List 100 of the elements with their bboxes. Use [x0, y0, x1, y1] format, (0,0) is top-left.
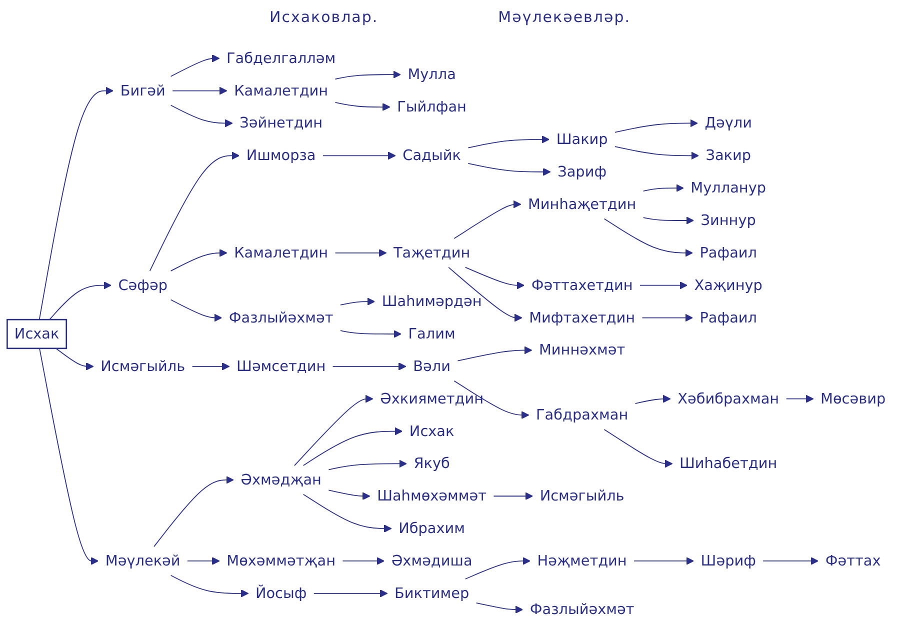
arrow — [642, 216, 694, 224]
node-text: Садыйк — [402, 146, 461, 164]
arrow — [334, 102, 390, 111]
arrow — [154, 476, 234, 548]
arrow — [170, 54, 220, 77]
arrow — [302, 427, 403, 466]
node-text: Габделгалләм — [226, 49, 336, 66]
arrow — [340, 298, 376, 306]
arrow — [39, 348, 99, 565]
node-text: Исмәгыйль — [100, 357, 186, 375]
arrow — [313, 589, 388, 598]
arrow — [49, 281, 112, 320]
node-text: Шәриф — [700, 552, 756, 570]
arrow — [604, 429, 673, 468]
arrow — [192, 362, 230, 370]
node-text: Якуб — [414, 454, 450, 472]
arrow — [634, 394, 671, 404]
arrow — [334, 248, 387, 257]
node-text: Зариф — [558, 162, 607, 180]
arrow — [187, 557, 220, 565]
arrow — [464, 557, 530, 580]
node-text: Әхмәдҗан — [240, 470, 322, 488]
arrow — [38, 86, 114, 320]
node-text: Габдрахман — [536, 406, 628, 424]
node-text: Фәттах — [825, 552, 881, 570]
arrow — [149, 152, 240, 272]
arrow — [332, 362, 406, 370]
node-text: Биктимер — [394, 584, 470, 602]
node-text: Мөхәммәтҗан — [226, 552, 336, 570]
arrow — [328, 490, 370, 500]
arrow — [170, 104, 233, 128]
arrow — [170, 299, 222, 322]
node-text: Йосыф — [255, 584, 307, 602]
arrow — [340, 330, 402, 338]
arrow — [170, 574, 249, 598]
node-text: Шаһмөхәммәт — [377, 487, 487, 504]
node-text: Сәфәр — [118, 276, 168, 294]
arrow — [342, 557, 384, 565]
node-text: Шакир — [556, 130, 608, 148]
arrow — [640, 281, 688, 290]
node-text: Исхак — [409, 422, 454, 440]
arrow — [334, 70, 401, 80]
node-text: Ибрахим — [398, 520, 466, 537]
arrow — [634, 557, 694, 565]
arrow — [493, 492, 533, 500]
arrow — [454, 200, 522, 239]
arrow — [454, 380, 530, 420]
node-text: Камалетдин — [234, 244, 328, 262]
arrow — [172, 86, 228, 95]
node-text: Рафаил — [700, 308, 757, 326]
node-text: Әхкияметдин — [380, 390, 484, 407]
node-text: Бигәй — [120, 82, 166, 99]
node-text: Ишморза — [246, 146, 316, 164]
node-text: Хаҗинур — [694, 276, 762, 294]
node-box: Исхак — [6, 318, 68, 350]
node-text: Галим — [408, 324, 456, 342]
node-text: Фәттахетдин — [531, 276, 633, 294]
arrow — [614, 119, 698, 133]
title: Исхаковлар. — [269, 8, 378, 26]
node-text: Гыйлфан — [397, 98, 466, 116]
node-text: Мулланур — [690, 179, 766, 196]
node-text: Рафаил — [700, 244, 757, 262]
arrow — [302, 494, 392, 533]
arrow — [294, 394, 374, 466]
node-text: Фазлыйәхмәт — [228, 308, 334, 326]
arrow — [642, 184, 684, 192]
node-text: Закир — [706, 146, 751, 164]
node-text: Шиһабетдин — [680, 454, 778, 472]
node-text: Вәли — [413, 357, 450, 375]
arrow — [786, 394, 814, 403]
node-text: Миннәхмәт — [538, 341, 626, 358]
arrow — [476, 602, 524, 614]
node-text: Зиннур — [700, 212, 756, 229]
node-text: Исмәгыйль — [540, 487, 624, 504]
node-text: Мифтахетдин — [529, 308, 636, 326]
node-text: Шәмсетдин — [236, 357, 326, 375]
heading-label: Мәүлекәевләр. — [498, 8, 630, 26]
arrow — [322, 152, 396, 160]
node-text: Мәүлекәй — [105, 552, 180, 570]
arrow — [614, 146, 699, 160]
node-text: Таҗетдин — [393, 244, 470, 262]
arrow — [642, 314, 693, 322]
node-text: Шаһимәрдән — [382, 292, 482, 310]
arrow — [762, 557, 818, 565]
arrow — [468, 163, 551, 176]
arrow — [170, 248, 228, 272]
node-text: Хәбибрахман — [678, 390, 780, 407]
node-text: Фазлыйәхмәт — [530, 600, 634, 618]
node-text: Зәйнетдин — [240, 114, 323, 132]
arrow — [604, 218, 693, 257]
node-text: Камалетдин — [234, 82, 328, 99]
node-text: Мөсәвир — [820, 390, 886, 407]
node-text: Дәүли — [704, 114, 752, 132]
node-text: Нәҗметдин — [537, 552, 627, 570]
node-text: Әхмәдиша — [391, 552, 472, 570]
arrow — [464, 266, 524, 290]
node-text: Мулла — [408, 66, 456, 83]
arrow — [457, 346, 532, 362]
arrow — [328, 460, 407, 470]
arrow — [56, 348, 94, 370]
